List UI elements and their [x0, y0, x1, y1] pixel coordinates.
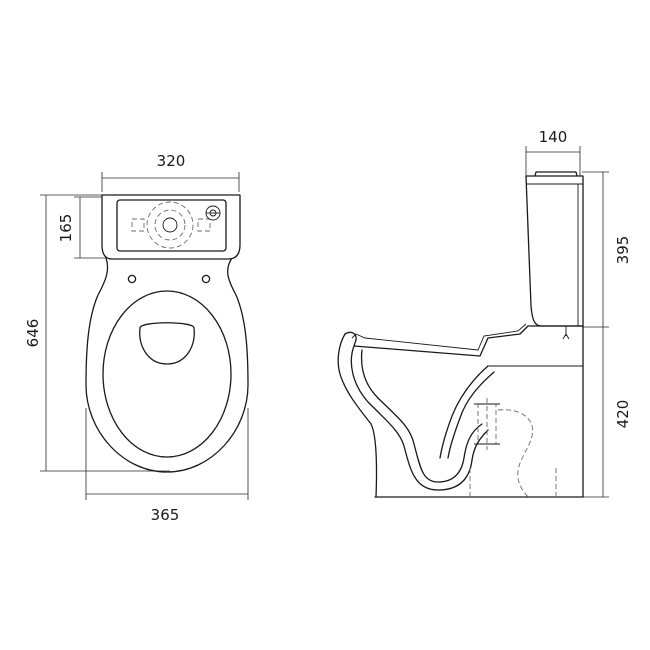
dimension-tank-width: 320: [101, 152, 240, 192]
bowl-rim-inner: [351, 323, 527, 351]
bowl-outer-outline: [85, 257, 249, 473]
cistern-lid-outline: [116, 199, 227, 252]
dimension-bowl-width: 365: [85, 408, 249, 524]
push-button-icon: [205, 205, 221, 221]
dimension-tank-top-depth: 140: [525, 128, 581, 176]
cistern-top-outline: [101, 194, 241, 260]
dimension-tank-height: 395: [582, 171, 632, 328]
flush-valve-center: [162, 217, 178, 233]
flush-valve-mid-dashed: [154, 209, 186, 241]
bowl-height-label: 420: [614, 400, 632, 429]
side-view: 140 395 420: [337, 128, 632, 498]
trap-way-outer: [350, 345, 489, 491]
hinge-hole-left: [127, 274, 137, 284]
cistern-lid-cap: [534, 171, 578, 177]
top-view: 320 165 646 365: [24, 152, 249, 524]
floor-outlet-dashed: [497, 409, 534, 498]
outlet-connector: [474, 398, 500, 450]
bowl-outer-profile: [337, 333, 378, 498]
dimension-total-length: 646: [24, 194, 170, 472]
tank-overflow-hint: [562, 326, 570, 340]
cistern-side-outline: [525, 175, 584, 327]
bowl-width-label: 365: [151, 506, 180, 524]
tank-width-label: 320: [157, 152, 186, 170]
seat-ring-outline: [102, 290, 232, 458]
dimension-bowl-height: 420: [583, 327, 632, 498]
jet-channel-outer: [439, 365, 489, 459]
bowl-rim-outline: [344, 325, 584, 357]
inlet-left-dashed: [131, 218, 145, 232]
tank-height-label: 395: [614, 236, 632, 265]
tank-top-depth-label: 140: [539, 128, 568, 146]
inlet-right-dashed: [197, 218, 211, 232]
flush-valve-outer-dashed: [146, 201, 194, 249]
tank-depth-label: 165: [57, 214, 75, 243]
hinge-hole-right: [201, 274, 211, 284]
total-length-label: 646: [24, 319, 42, 348]
jet-channel-inner: [447, 371, 495, 459]
trap-way-inner: [360, 349, 483, 483]
bowl-opening-outline: [139, 322, 195, 365]
dimension-tank-depth: 165: [57, 196, 112, 259]
